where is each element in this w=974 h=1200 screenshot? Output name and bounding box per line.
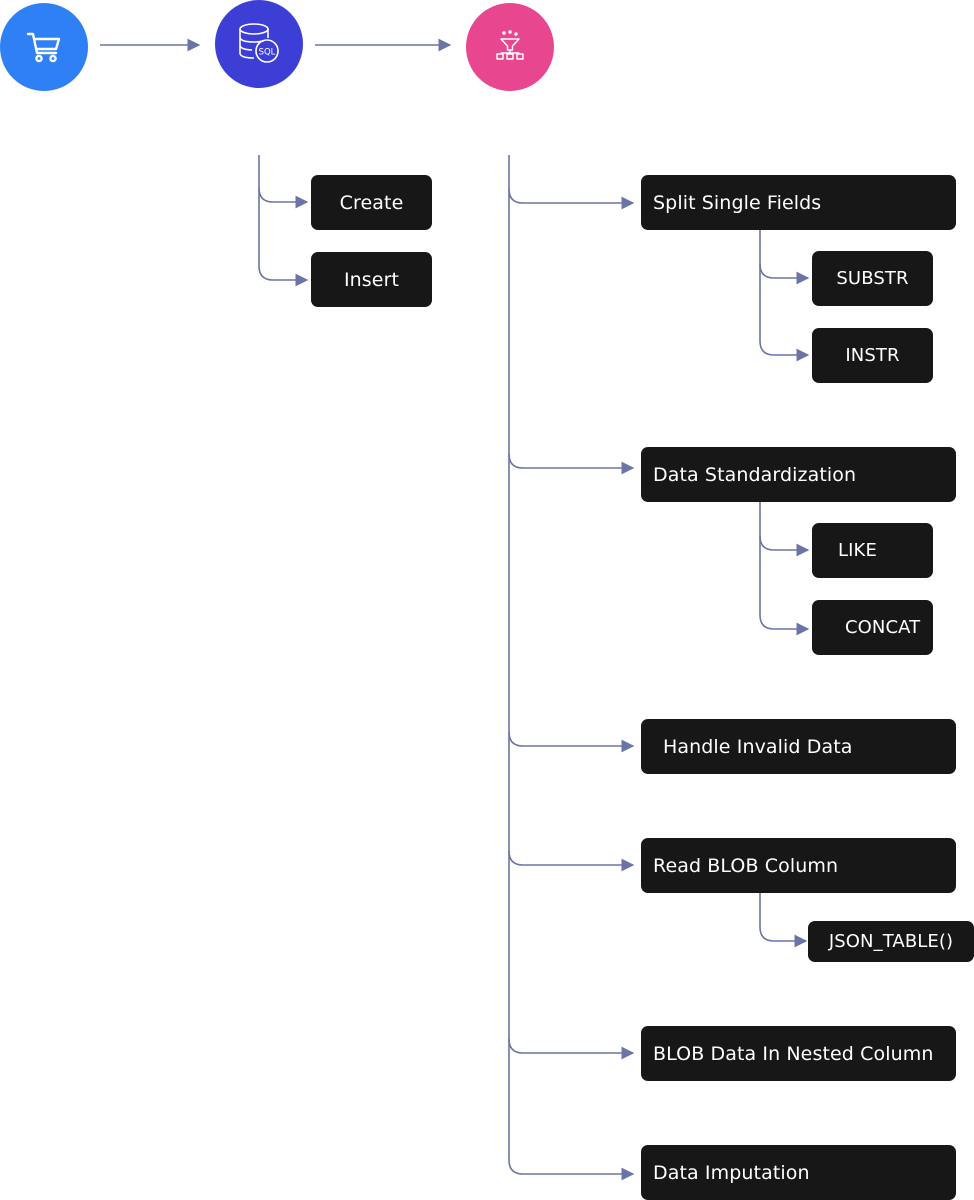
json-table-label: JSON_TABLE() <box>828 931 954 952</box>
instr-label: INSTR <box>845 345 900 366</box>
sql-icon-label: SQL <box>259 48 276 58</box>
instr-box: INSTR <box>812 328 933 383</box>
read-blob-column-box: Read BLOB Column <box>641 838 956 893</box>
concat-label: CONCAT <box>845 617 921 638</box>
create-label: Create <box>339 191 404 214</box>
branch-to-blob-nested <box>508 851 635 1060</box>
branch-to-data-imputation <box>508 1039 635 1181</box>
concat-box: CONCAT <box>812 600 933 655</box>
like-box: LIKE <box>812 523 933 578</box>
database-node: SQL <box>215 0 303 88</box>
create-box: Create <box>311 175 432 230</box>
data-imputation-box: Data Imputation <box>641 1145 956 1200</box>
data-standardization-label: Data Standardization <box>653 463 857 486</box>
branch-to-like <box>759 501 810 557</box>
blob-data-in-nested-column-box: BLOB Data In Nested Column <box>641 1026 956 1081</box>
json-table-box: JSON_TABLE() <box>808 921 974 962</box>
branch-to-create <box>258 155 309 209</box>
branch-to-insert <box>258 188 309 287</box>
insert-box: Insert <box>311 252 432 307</box>
data-standardization-box: Data Standardization <box>641 447 956 502</box>
handle-invalid-data-label: Handle Invalid Data <box>663 735 853 758</box>
branch-to-data-standardization <box>508 189 635 475</box>
branch-to-instr <box>759 264 810 362</box>
branch-to-concat <box>759 536 810 636</box>
branch-to-handle-invalid-data <box>508 454 635 753</box>
branch-to-read-blob-column <box>508 732 635 872</box>
substr-box: SUBSTR <box>812 251 933 306</box>
shopping-cart-icon <box>24 27 64 67</box>
read-blob-column-label: Read BLOB Column <box>653 854 839 877</box>
like-label: LIKE <box>838 540 877 561</box>
split-single-fields-box: Split Single Fields <box>641 175 956 230</box>
sql-database-icon: SQL <box>233 18 285 70</box>
data-imputation-label: Data Imputation <box>653 1161 810 1184</box>
split-single-fields-label: Split Single Fields <box>653 191 822 214</box>
blob-data-in-nested-column-label: BLOB Data In Nested Column <box>653 1042 934 1065</box>
data-funnel-icon <box>492 29 528 65</box>
branch-to-substr <box>759 229 810 285</box>
branch-to-split-single-fields <box>508 155 635 210</box>
cart-node <box>0 3 88 91</box>
insert-label: Insert <box>343 268 400 291</box>
branch-to-json-table <box>759 892 808 948</box>
substr-label: SUBSTR <box>836 268 909 289</box>
transform-node <box>466 3 554 91</box>
handle-invalid-data-box: Handle Invalid Data <box>641 719 956 774</box>
